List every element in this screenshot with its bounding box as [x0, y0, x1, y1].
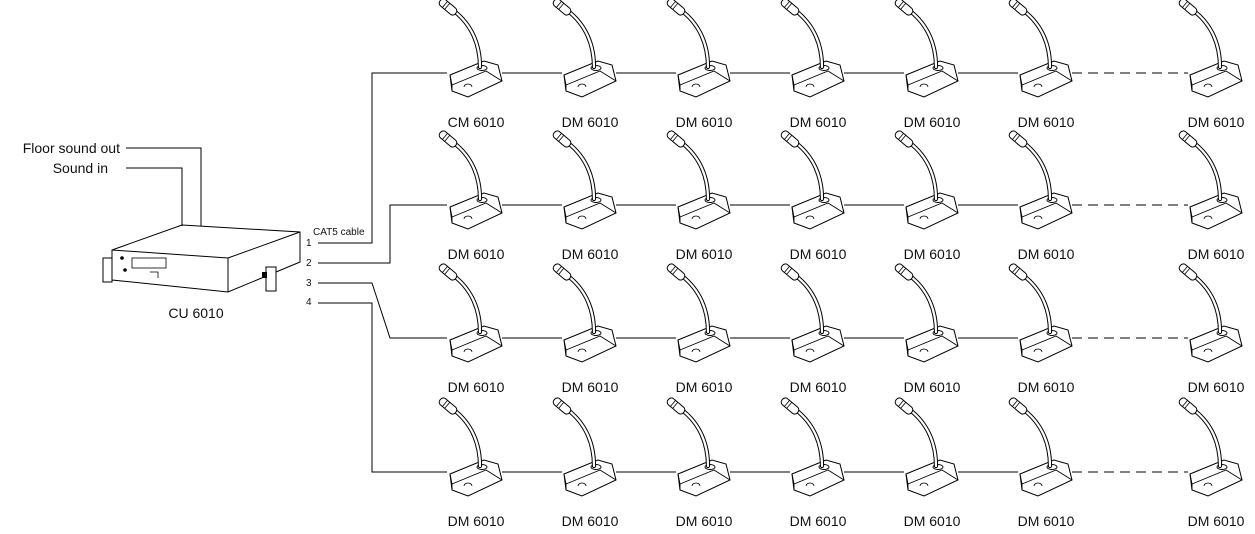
unit-label: DM 6010 — [562, 246, 619, 262]
gooseneck-microphone-icon — [438, 263, 502, 362]
gooseneck-microphone-icon — [1178, 397, 1242, 496]
port-3-label: 3 — [306, 278, 312, 289]
gooseneck-microphone-icon — [1178, 130, 1242, 229]
unit-label: DM 6010 — [790, 246, 847, 262]
gooseneck-microphone-icon — [780, 263, 844, 362]
unit-label: DM 6010 — [790, 114, 847, 130]
unit-label: DM 6010 — [790, 379, 847, 395]
unit-label: DM 6010 — [448, 246, 505, 262]
gooseneck-microphone-icon — [1178, 263, 1242, 362]
cable-line-1 — [318, 72, 447, 244]
unit-label: DM 6010 — [1188, 379, 1245, 395]
gooseneck-microphone-icon — [438, 0, 502, 97]
sound-in-label: Sound in — [53, 160, 108, 176]
unit-label: DM 6010 — [562, 379, 619, 395]
gooseneck-microphone-icon — [1008, 0, 1072, 97]
unit-label: DM 6010 — [448, 379, 505, 395]
gooseneck-microphone-icon — [666, 397, 730, 496]
control-unit — [102, 224, 301, 293]
unit-label: CM 6010 — [448, 114, 505, 130]
unit-label: DM 6010 — [1018, 114, 1075, 130]
unit-label: DM 6010 — [562, 513, 619, 529]
gooseneck-microphone-icon — [552, 397, 616, 496]
gooseneck-microphone-icon — [1008, 130, 1072, 229]
unit-label: DM 6010 — [1188, 246, 1245, 262]
port-2-label: 2 — [306, 258, 312, 269]
unit-label: DM 6010 — [904, 246, 961, 262]
unit-label: DM 6010 — [562, 114, 619, 130]
gooseneck-microphone-icon — [552, 0, 616, 97]
unit-label: DM 6010 — [676, 379, 733, 395]
cable-line-2 — [318, 204, 447, 264]
gooseneck-microphone-icon — [894, 263, 958, 362]
cable-line-3 — [318, 282, 447, 339]
unit-label: DM 6010 — [904, 513, 961, 529]
gooseneck-microphone-icon — [1178, 0, 1242, 97]
unit-label: DM 6010 — [448, 513, 505, 529]
unit-label: DM 6010 — [1018, 379, 1075, 395]
unit-label: DM 6010 — [790, 513, 847, 529]
gooseneck-microphone-icon — [666, 0, 730, 97]
floor-sound-out-label: Floor sound out — [23, 140, 120, 156]
gooseneck-microphone-icon — [894, 130, 958, 229]
gooseneck-microphone-icon — [780, 397, 844, 496]
port-1-label: 1 — [306, 238, 312, 249]
mic-row-1: CM 6010 DM 6010 DM 6010 DM 6010 DM 6010 DM 60… — [438, 0, 1245, 130]
cable-label: CAT5 cable — [313, 227, 365, 238]
gooseneck-microphone-icon — [666, 130, 730, 229]
cable-line-4 — [318, 302, 447, 473]
gooseneck-microphone-icon — [552, 263, 616, 362]
gooseneck-microphone-icon — [552, 130, 616, 229]
unit-label: DM 6010 — [1188, 114, 1245, 130]
mic-row-3: DM 6010 DM 6010 DM 6010 DM 6010 DM 6010 DM 60… — [438, 263, 1245, 395]
gooseneck-microphone-icon — [438, 130, 502, 229]
gooseneck-microphone-icon — [438, 397, 502, 496]
gooseneck-microphone-icon — [780, 130, 844, 229]
unit-label: DM 6010 — [1018, 513, 1075, 529]
unit-label: DM 6010 — [676, 513, 733, 529]
unit-label: DM 6010 — [1018, 246, 1075, 262]
gooseneck-microphone-icon — [666, 263, 730, 362]
unit-label: DM 6010 — [904, 379, 961, 395]
control-unit-label: CU 6010 — [168, 305, 223, 321]
port-4-label: 4 — [306, 297, 312, 308]
gooseneck-microphone-icon — [780, 0, 844, 97]
gooseneck-microphone-icon — [1008, 263, 1072, 362]
floor-sound-out-line — [126, 147, 202, 226]
unit-label: DM 6010 — [904, 114, 961, 130]
gooseneck-microphone-icon — [1008, 397, 1072, 496]
mic-row-2: DM 6010 DM 6010 DM 6010 DM 6010 DM 6010 DM 60… — [438, 130, 1245, 262]
unit-label: DM 6010 — [676, 246, 733, 262]
unit-label: DM 6010 — [676, 114, 733, 130]
gooseneck-microphone-icon — [894, 397, 958, 496]
mic-row-4: DM 6010 DM 6010 DM 6010 DM 6010 DM 6010 DM 60… — [438, 397, 1245, 529]
sound-in-line — [126, 167, 183, 226]
unit-label: DM 6010 — [1188, 513, 1245, 529]
gooseneck-microphone-icon — [894, 0, 958, 97]
